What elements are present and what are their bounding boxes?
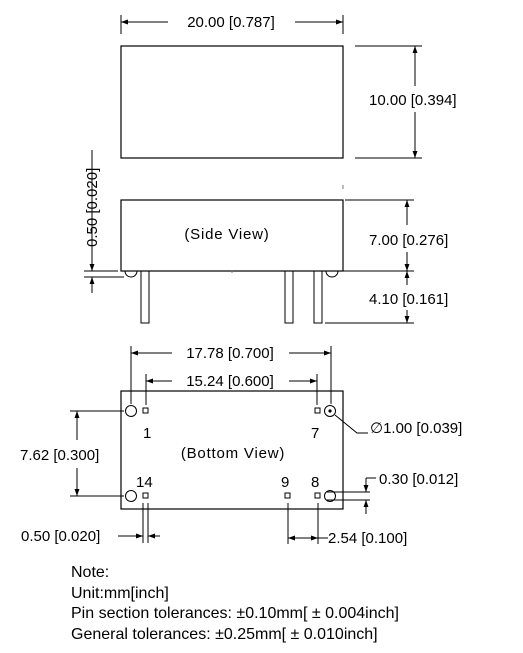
outer-pitch-dim: 17.78 [0.700] — [186, 345, 274, 362]
pin-7-label: 7 — [311, 425, 319, 442]
pin-9-label: 9 — [281, 474, 289, 491]
pin-8-hole — [324, 490, 336, 502]
notes-unit: Unit:mm[inch] — [71, 584, 169, 602]
standoff-dim: 0.50 [0.020] — [84, 168, 101, 247]
pin-1-hole — [125, 405, 137, 417]
pin-8-label: 8 — [311, 474, 319, 491]
pin-14-label: 14 — [136, 474, 153, 491]
bottom-view-body — [120, 390, 344, 510]
side-height-dim: 7.00 [0.276] — [369, 232, 448, 249]
pin-7-pad — [314, 407, 321, 414]
side-view: (Side View) 0.50 [0.020] 7.00 [0.276] 4.… — [84, 150, 448, 324]
bottom-view-label: (Bottom View) — [181, 445, 285, 462]
pin-14-pad — [142, 492, 149, 499]
notes-block: Note: Unit:mm[inch] Pin section toleranc… — [71, 563, 399, 645]
pin-spacing-dim: 2.54 [0.100] — [328, 530, 407, 547]
side-pin — [140, 270, 150, 324]
pin-width-dim: 0.30 [0.012] — [379, 471, 458, 488]
pin-9-pad — [284, 492, 291, 499]
top-width-dim: 20.00 [0.787] — [187, 14, 275, 31]
bottom-view: (Bottom View) 1 7 14 9 8 17.78 [0.700] 1… — [20, 345, 462, 547]
edge-offset-dim: 0.50 [0.020] — [21, 528, 100, 545]
pin-14-hole — [125, 490, 137, 502]
pin-length-dim: 4.10 [0.161] — [369, 291, 448, 308]
top-view: 20.00 [0.787] 10.00 [0.394] — [120, 14, 457, 159]
top-view-body — [120, 45, 344, 159]
pin-8-pad — [314, 492, 321, 499]
pin-1-label: 1 — [143, 425, 151, 442]
pin-7-hole — [324, 405, 336, 417]
notes-heading: Note: — [71, 564, 110, 581]
side-pin — [313, 270, 323, 324]
pin-diameter-dim: ∅1.00 [0.039] — [370, 420, 462, 437]
notes-pin-tolerance: Pin section tolerances: ±0.10mm[ ± 0.004… — [71, 605, 399, 622]
row-spacing-dim: 7.62 [0.300] — [20, 447, 99, 464]
top-height-dim: 10.00 [0.394] — [369, 92, 457, 109]
inner-pitch-dim: 15.24 [0.600] — [186, 373, 274, 390]
notes-general-tolerance: General tolerances: ±0.25mm[ ± 0.010inch… — [71, 625, 378, 643]
pin-1-pad — [142, 407, 149, 414]
side-view-label: (Side View) — [184, 226, 269, 243]
side-pin — [284, 270, 294, 324]
